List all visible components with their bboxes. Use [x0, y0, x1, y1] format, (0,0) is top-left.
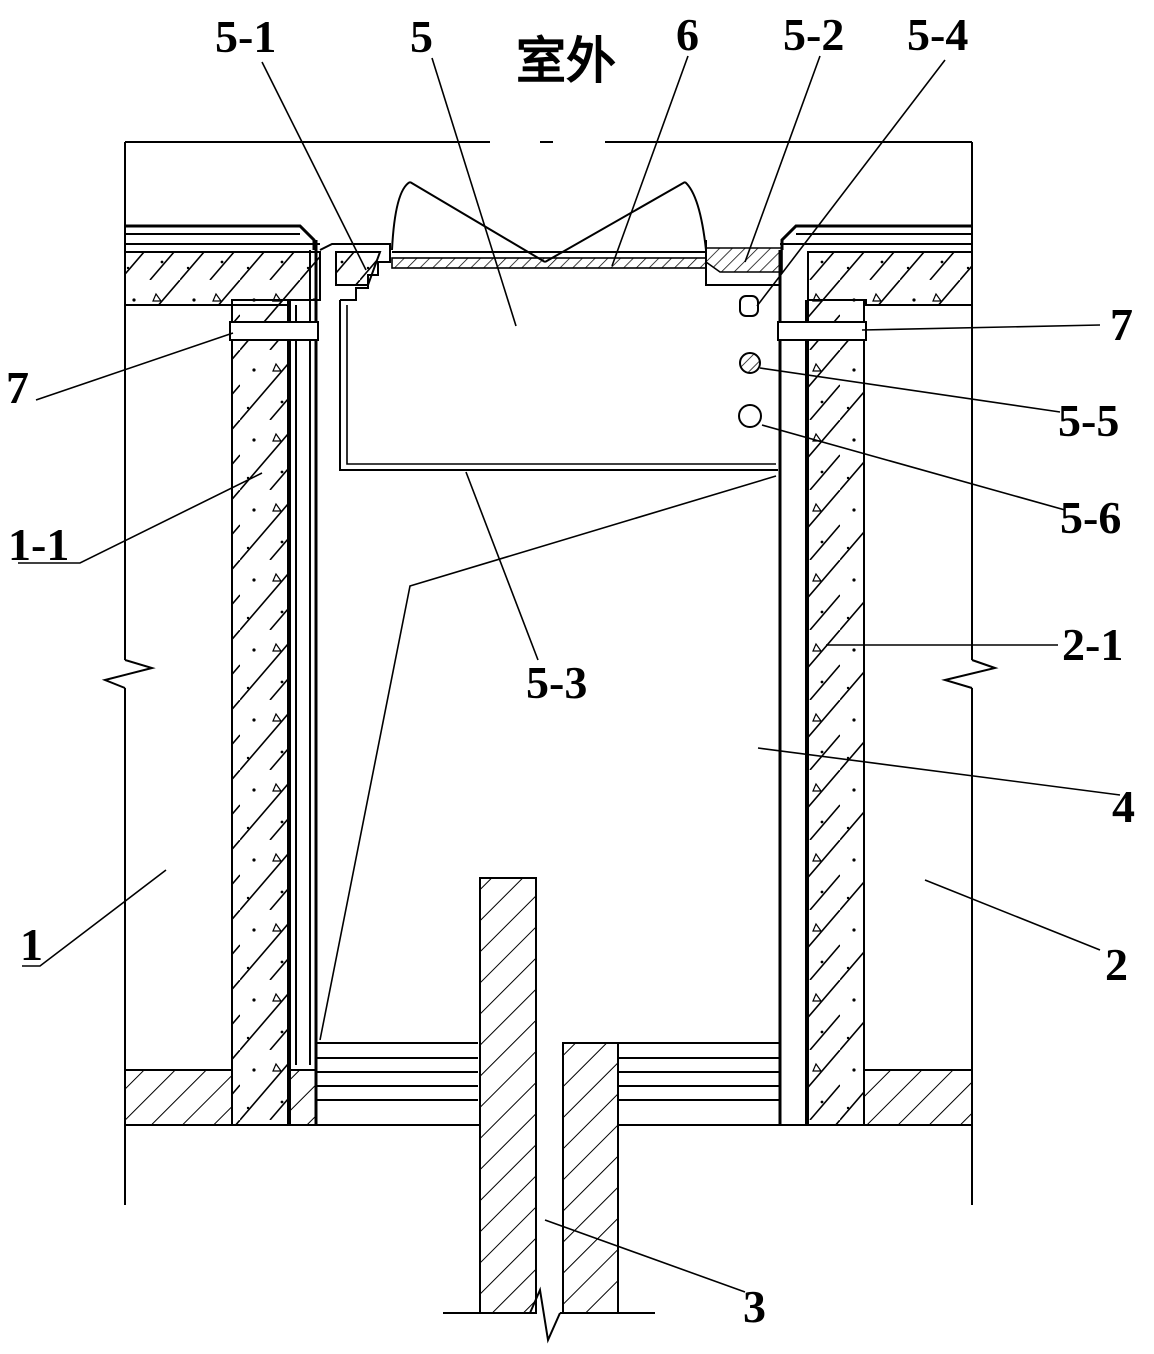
- label-4: 4: [1112, 781, 1135, 832]
- label-5: 5: [410, 11, 433, 62]
- title-outdoor: 室外: [516, 32, 616, 90]
- label-3: 3: [743, 1281, 766, 1332]
- label-2: 2: [1105, 939, 1128, 990]
- anchor-bolt-right: [777, 321, 867, 341]
- central-column: [443, 877, 655, 1344]
- label-1-1: 1-1: [8, 519, 69, 570]
- skylight-frame: [319, 181, 783, 471]
- label-7-right: 7: [1110, 299, 1133, 350]
- roof-slab-left: [124, 224, 321, 306]
- component-5-4: [739, 295, 759, 317]
- label-5-3: 5-3: [526, 657, 587, 708]
- label-7-left: 7: [6, 362, 29, 413]
- label-2-1: 2-1: [1062, 619, 1123, 670]
- label-5-5: 5-5: [1058, 395, 1119, 446]
- leader-lines: [18, 55, 1121, 1293]
- floor-slab: [124, 1042, 973, 1126]
- label-5-6: 5-6: [1060, 492, 1121, 543]
- left-wall-1-1: [229, 240, 319, 1126]
- label-5-1: 5-1: [215, 11, 276, 62]
- label-5-2: 5-2: [783, 9, 844, 60]
- component-5-5: [739, 352, 761, 374]
- anchor-bolt-left: [229, 321, 319, 341]
- label-6: 6: [676, 9, 699, 60]
- component-5-6: [738, 404, 762, 428]
- label-1: 1: [20, 919, 43, 970]
- label-5-4: 5-4: [907, 9, 968, 60]
